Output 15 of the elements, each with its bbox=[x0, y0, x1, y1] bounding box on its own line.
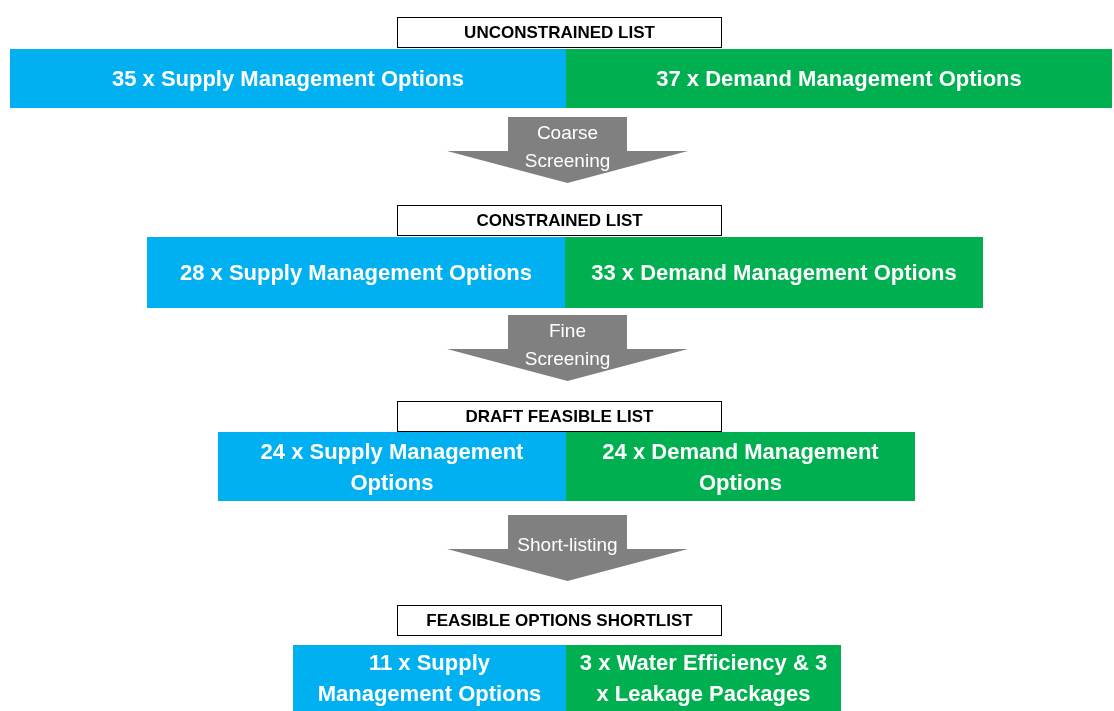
step-label: Fine Screening bbox=[523, 319, 612, 371]
option-bar: 35 x Supply Management Options bbox=[10, 49, 566, 108]
list-heading: UNCONSTRAINED LIST bbox=[397, 17, 722, 48]
list-heading: DRAFT FEASIBLE LIST bbox=[397, 401, 722, 432]
step-label: Short-listing bbox=[516, 533, 619, 557]
list-heading: FEASIBLE OPTIONS SHORTLIST bbox=[397, 605, 722, 636]
option-bar: 37 x Demand Management Options bbox=[566, 49, 1112, 108]
option-bar: 28 x Supply Management Options bbox=[147, 237, 565, 308]
option-bar: 33 x Demand Management Options bbox=[565, 237, 983, 308]
option-bar: 11 x Supply Management Options bbox=[293, 645, 566, 711]
step-label: Coarse Screening bbox=[523, 121, 612, 173]
list-heading: CONSTRAINED LIST bbox=[397, 205, 722, 236]
option-bar: 24 x Supply Management Options bbox=[218, 432, 566, 501]
option-bar: 3 x Water Efficiency & 3 x Leakage Packages bbox=[566, 645, 841, 711]
option-bar: 24 x Demand Management Options bbox=[566, 432, 915, 501]
